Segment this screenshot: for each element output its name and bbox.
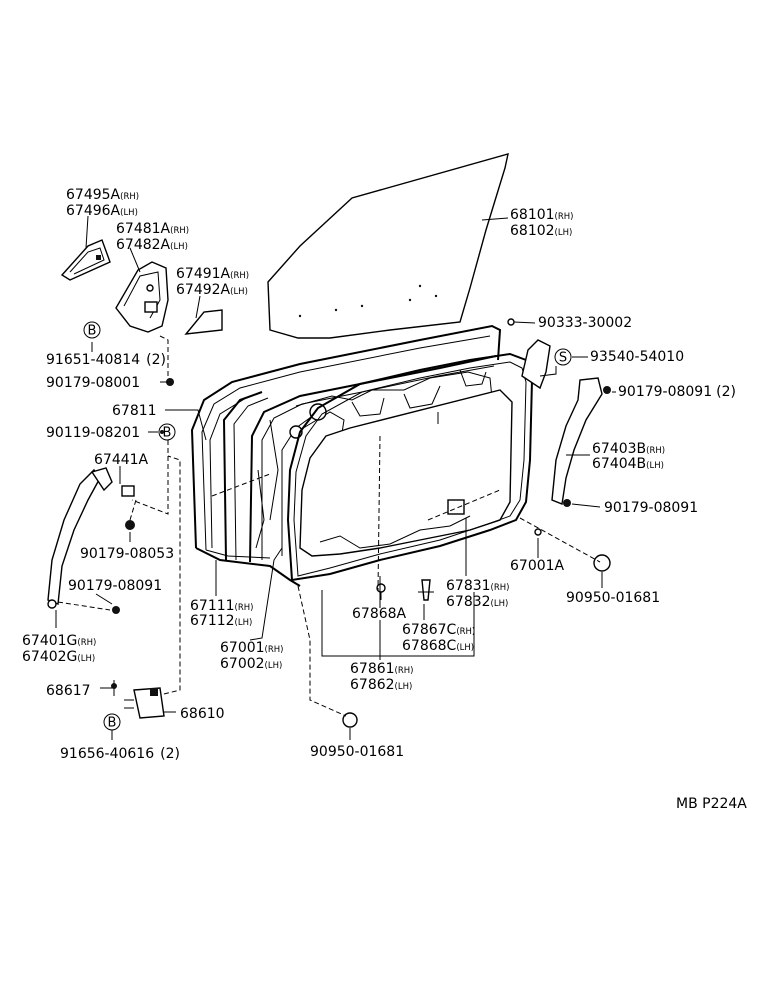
part-label: 67401G(RH) (22, 633, 96, 649)
door-glass (267, 153, 509, 339)
part-label: 67441A (94, 452, 149, 468)
svg-text:B: B (88, 324, 97, 339)
marker-b-90119: B (158, 423, 176, 441)
part-label: 93540-54010 (590, 349, 684, 365)
part-label: 90179-08053 (80, 546, 174, 562)
part-label: 90179-08001 (46, 375, 140, 391)
part-label: 91651-40814(2) (46, 352, 166, 368)
part-label: 67481A(RH) (116, 221, 189, 237)
part-label: 67495A(RH) (66, 187, 139, 203)
part-label: 67831(RH) (446, 578, 509, 594)
mirror-mount-bracket (115, 261, 169, 333)
part-label: 67112(LH) (190, 613, 252, 629)
part-label: 91656-40616(2) (60, 746, 180, 762)
part-label: 67482A(LH) (116, 237, 188, 253)
part-label: 90179-08091 (68, 578, 162, 594)
part-label: 90119-08201 (46, 425, 140, 441)
part-label: 67002(LH) (220, 656, 282, 672)
part-label: 68610 (180, 706, 225, 722)
part-label: 67111(RH) (190, 598, 253, 614)
part-label: 67492A(LH) (176, 282, 248, 298)
part-label: 90950-01681 (566, 590, 660, 606)
part-label: 67404B(LH) (592, 456, 664, 472)
glass-mount-holes (298, 284, 438, 318)
leader-lines (55, 215, 616, 740)
door-shell (190, 324, 502, 587)
part-label: 90333-30002 (538, 315, 632, 331)
pillar-molding-bracket (90, 467, 113, 492)
door-assembly-drawing (47, 153, 611, 728)
part-label: 67868A (352, 606, 407, 622)
part-label: 67001A (510, 558, 565, 574)
part-label: 68617 (46, 683, 91, 699)
part-label: 90179-08091(2) (618, 384, 736, 400)
part-label: 67403B(RH) (592, 441, 665, 457)
part-label: 90179-08091 (604, 500, 698, 516)
part-label: 67832(LH) (446, 594, 508, 610)
part-labels: 67495A(RH) 67496A(LH) 67481A(RH) 67482A(… (22, 187, 736, 762)
part-label: 67402G(LH) (22, 649, 95, 665)
part-label: 90950-01681 (310, 744, 404, 760)
part-label: 68101(RH) (510, 207, 573, 223)
part-label: 67861(RH) (350, 661, 413, 677)
svg-text:S: S (559, 351, 567, 366)
part-label: 67868C(LH) (402, 638, 474, 654)
door-trim-board (299, 389, 513, 557)
part-label: 67862(LH) (350, 677, 412, 693)
part-label: 68102(LH) (510, 223, 572, 239)
svg-text:B: B (163, 426, 172, 441)
rear-pillar-molding (521, 339, 551, 390)
marker-b-91651: B (83, 321, 101, 339)
marker-s-93540: S (554, 348, 572, 366)
rear-molding-strip (551, 377, 603, 505)
corner-trim-piece (184, 309, 223, 335)
quarter-window-glass (60, 239, 111, 281)
part-label: 67491A(RH) (176, 266, 249, 282)
part-label: 67811 (112, 403, 157, 419)
part-label: 67001(RH) (220, 640, 283, 656)
part-label: 67867C(RH) (402, 622, 475, 638)
part-label: 67496A(LH) (66, 203, 138, 219)
diagram-reference-code: MB P224A (676, 796, 747, 812)
door-check-hinge (133, 687, 165, 719)
marker-b-91656: B (103, 713, 121, 731)
svg-text:B: B (108, 716, 117, 731)
